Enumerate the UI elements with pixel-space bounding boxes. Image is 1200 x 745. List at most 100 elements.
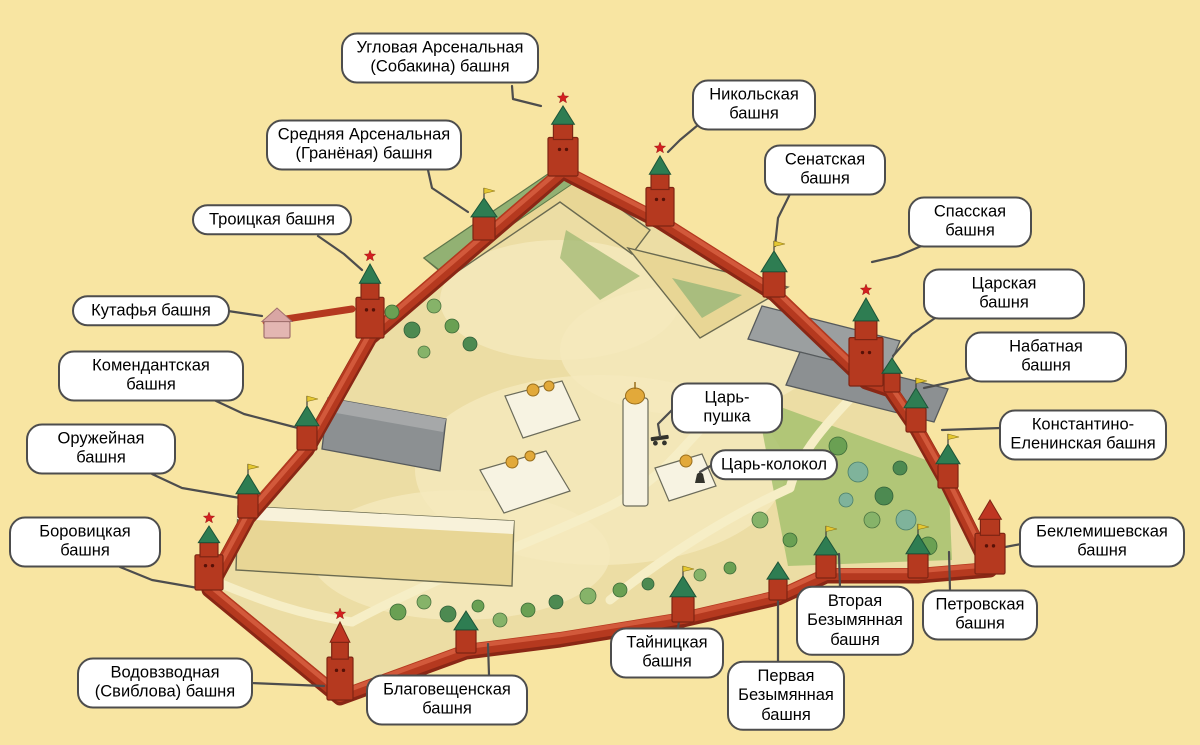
tree — [828, 436, 848, 456]
tree — [847, 461, 869, 483]
leader-line-petrovskaya — [947, 550, 952, 593]
grand-kremlin-palace — [235, 505, 515, 587]
tree — [520, 602, 536, 618]
label-vodovzvodnaya: Водовзводная (Свиблова) башня — [77, 657, 253, 709]
tower-kutafya — [260, 307, 294, 339]
tree — [426, 298, 442, 314]
label-text: Первая Безымянная башня — [738, 666, 834, 724]
leader-line-senatskaya — [773, 188, 794, 248]
tree — [579, 587, 597, 605]
grass-patch — [560, 230, 640, 300]
label-troitskaya: Троицкая башня — [192, 204, 352, 236]
leader-line-borovitskaya — [118, 565, 200, 590]
tree — [838, 492, 854, 508]
label-text: Царь-колокол — [720, 455, 828, 474]
tree — [444, 318, 460, 334]
tree — [892, 460, 908, 476]
label-taynitskaya: Тайницкая башня — [610, 627, 724, 679]
label-spasskaya: Спасская башня — [908, 196, 1032, 248]
tower-nabatnaya — [903, 377, 929, 433]
tower-pervaya-bezymyannaya — [766, 561, 790, 601]
tree — [389, 603, 407, 621]
tree — [782, 532, 798, 548]
flag-icon — [947, 433, 960, 440]
red-star-icon — [653, 141, 667, 154]
leader-line-nabatnaya — [922, 376, 972, 390]
flag-icon — [917, 523, 930, 530]
leader-line-vodovzvodnaya — [249, 681, 326, 688]
tree — [403, 321, 421, 339]
label-text: Константино- Еленинская башня — [1010, 415, 1156, 453]
tree — [751, 511, 769, 529]
leader-line-spasskaya — [870, 242, 928, 264]
tree — [492, 612, 508, 628]
label-tsarskaya: Царская башня — [923, 268, 1085, 320]
tree — [548, 594, 564, 610]
leader-line-srednyaya-arsenalnaya — [426, 168, 470, 214]
flag-icon — [682, 565, 695, 572]
label-kutafya: Кутафья башня — [72, 295, 230, 327]
tree — [874, 486, 894, 506]
leader-line-kutafya — [226, 309, 264, 318]
tower-senatskaya — [760, 240, 788, 298]
tree — [641, 577, 655, 591]
label-text: Оружейная башня — [57, 429, 145, 467]
label-text: Царская башня — [971, 274, 1037, 312]
red-star-icon — [363, 249, 377, 262]
label-text: Боровицкая башня — [39, 522, 131, 560]
leader-line-vtoraya-bezymyannaya — [837, 552, 842, 590]
tree — [895, 509, 917, 531]
label-tsar-kolokol: Царь-колокол — [710, 449, 838, 481]
tree — [723, 561, 737, 575]
flag-icon — [483, 187, 496, 194]
red-star-icon — [202, 511, 216, 524]
building-senate — [626, 246, 790, 339]
leader-line-uglovaya-arsenalnaya — [510, 84, 543, 108]
tree — [693, 568, 707, 582]
label-pervaya-bezymyannaya: Первая Безымянная башня — [727, 660, 845, 732]
label-uglovaya-arsenalnaya: Угловая Арсенальная (Собакина) башня — [341, 32, 539, 84]
label-senatskaya: Сенатская башня — [764, 144, 886, 196]
label-komendantskaya: Комендантская башня — [58, 350, 244, 402]
tree — [462, 336, 478, 352]
tree — [612, 582, 628, 598]
red-star-icon — [333, 607, 347, 620]
flag-icon — [915, 377, 928, 384]
label-text: Никольская башня — [709, 85, 799, 123]
label-vtoraya-bezymyannaya: Вторая Безымянная башня — [796, 585, 914, 657]
leader-line-komendantskaya — [212, 398, 300, 430]
leader-line-nikolskaya — [666, 123, 700, 154]
tower-nikolskaya — [645, 141, 675, 227]
label-text: Петровская башня — [935, 595, 1025, 633]
label-text: Угловая Арсенальная (Собакина) башня — [356, 38, 524, 76]
label-text: Комендантская башня — [92, 356, 210, 394]
tsar-cannon-figure — [650, 434, 669, 446]
tree — [439, 605, 457, 623]
label-borovitskaya: Боровицкая башня — [9, 516, 161, 568]
label-text: Набатная башня — [1009, 337, 1083, 375]
label-text: Вторая Безымянная башня — [807, 591, 903, 649]
red-star-icon — [859, 283, 873, 296]
tower-vodovzvodnaya — [326, 607, 354, 701]
label-petrovskaya: Петровская башня — [922, 589, 1038, 641]
label-text: Спасская башня — [933, 202, 1007, 240]
label-konstantino-eleninskaya: Константино- Еленинская башня — [999, 409, 1167, 461]
label-text: Троицкая башня — [209, 210, 335, 229]
flag-icon — [247, 463, 260, 470]
label-oruzheynaya: Оружейная башня — [26, 423, 176, 475]
tower-vtoraya-bezymyannaya — [813, 525, 839, 579]
label-text: Водовзводная (Свиблова) башня — [94, 663, 236, 701]
building-armoury — [321, 397, 447, 472]
leader-line-oruzheynaya — [150, 472, 242, 500]
leader-line-tsarskaya — [891, 314, 940, 358]
tower-borovitskaya — [194, 511, 224, 591]
flag-icon — [306, 395, 319, 402]
tower-tsarskaya — [881, 357, 903, 393]
tower-beklemishevskaya — [974, 499, 1006, 575]
tower-uglovaya-arsenalnaya — [547, 91, 579, 177]
ivan-bell-tower — [622, 382, 649, 507]
label-text: Сенатская башня — [784, 150, 866, 188]
